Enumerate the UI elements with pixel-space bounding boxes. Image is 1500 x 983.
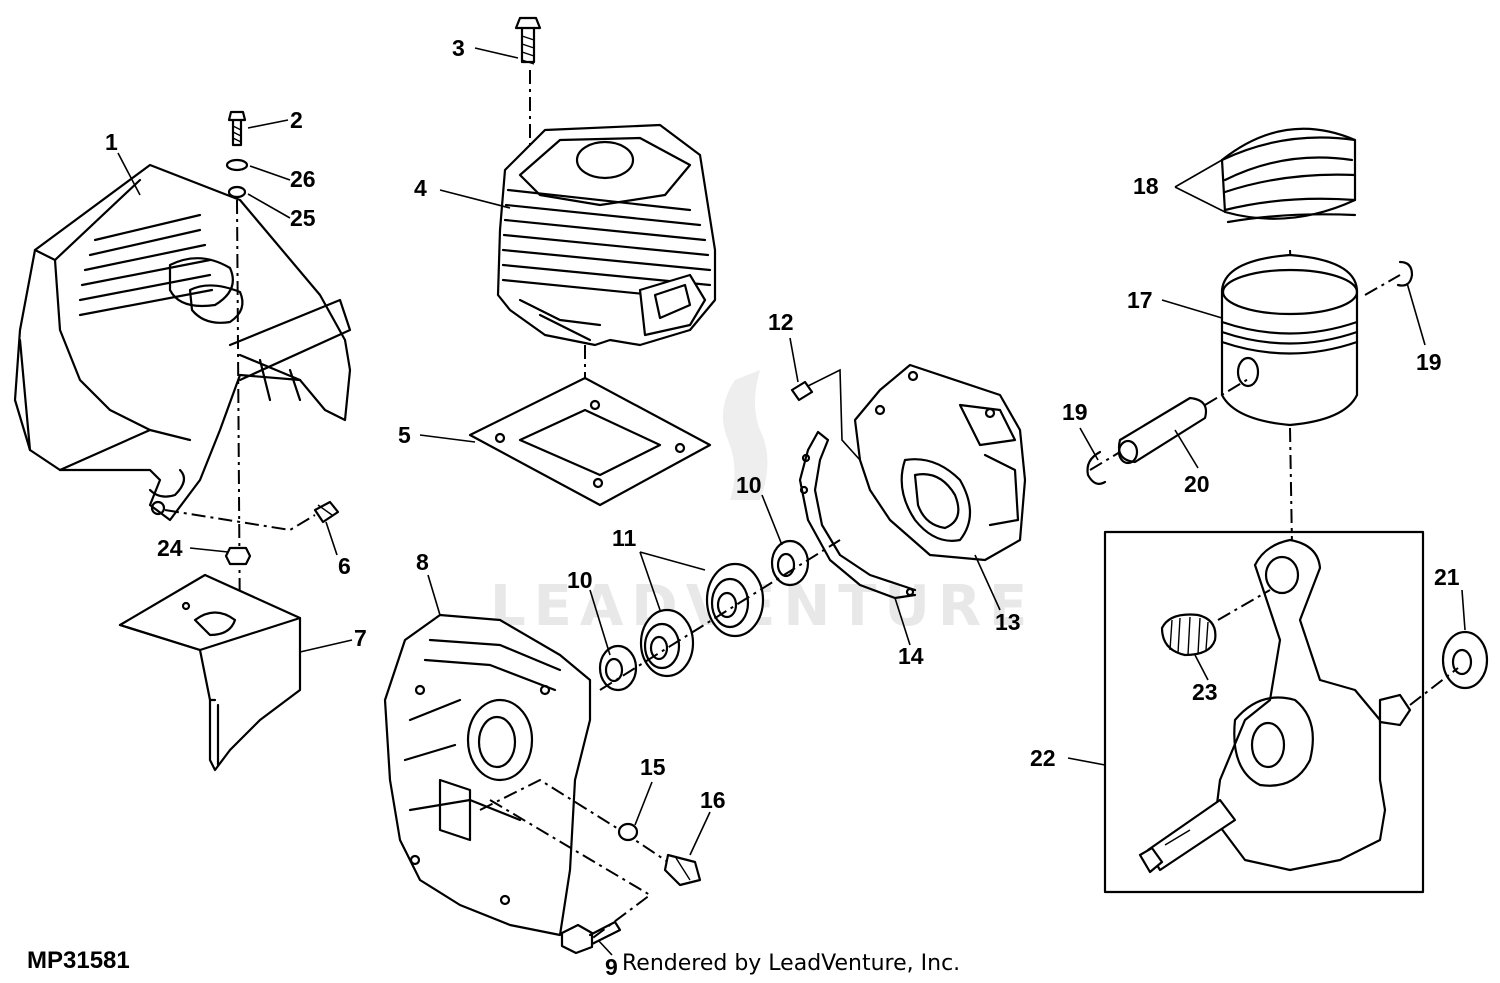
assembly-line-needle-bearing bbox=[1217, 589, 1271, 621]
washer-part-26 bbox=[225, 158, 249, 172]
screw-part-9 bbox=[560, 920, 622, 955]
assembly-line-wrist-pin bbox=[1204, 377, 1251, 406]
leader-lines bbox=[117, 47, 1466, 956]
callout-11: 11 bbox=[612, 525, 637, 551]
oil-seal-part-10b bbox=[598, 644, 638, 692]
callout-26: 26 bbox=[290, 166, 316, 192]
callout-21: 21 bbox=[1434, 564, 1460, 590]
callout-6: 6 bbox=[338, 553, 351, 579]
callout-12: 12 bbox=[768, 309, 794, 335]
callout-2: 2 bbox=[290, 107, 303, 133]
callout-10a: 10 bbox=[736, 472, 762, 498]
wrist-pin-part-20 bbox=[1117, 396, 1208, 465]
circlip-part-19a bbox=[1396, 260, 1414, 287]
heat-shield-part-7 bbox=[118, 573, 302, 772]
assembly-line-conrod bbox=[1289, 427, 1293, 546]
screw-part-16 bbox=[663, 853, 702, 887]
render-credit: Rendered by LeadVenture, Inc. bbox=[622, 951, 960, 976]
callout-18: 18 bbox=[1133, 173, 1159, 199]
diagram-reference-id: MP31581 bbox=[27, 947, 130, 974]
assembly-line-clip-left bbox=[1089, 451, 1121, 471]
callout-4: 4 bbox=[414, 175, 427, 201]
callout-20: 20 bbox=[1184, 471, 1210, 497]
callout-1: 1 bbox=[105, 129, 118, 155]
callout-25: 25 bbox=[290, 205, 316, 231]
nut-part-24 bbox=[224, 546, 252, 566]
crankshaft-assembly-box-part-22 bbox=[1103, 530, 1425, 894]
assembly-line-thrust-washer bbox=[1409, 667, 1459, 706]
piston-part-17 bbox=[1220, 253, 1359, 427]
thrust-washer-part-21 bbox=[1441, 630, 1489, 690]
callout-9: 9 bbox=[605, 954, 618, 980]
callout-24: 24 bbox=[157, 535, 183, 561]
needle-bearing-part-23 bbox=[1160, 613, 1217, 657]
piston-rings-part-18 bbox=[1220, 127, 1357, 224]
engine-shroud-part-1 bbox=[13, 163, 352, 522]
callout-8: 8 bbox=[416, 549, 429, 575]
callout-19a: 19 bbox=[1416, 349, 1442, 375]
callout-10b: 10 bbox=[567, 567, 593, 593]
bearing-part-11b bbox=[639, 608, 695, 678]
screw-part-3 bbox=[514, 16, 542, 65]
callouts: 1 2 3 4 5 6 7 8 9 10 10 11 12 13 14 15 1… bbox=[105, 35, 1460, 980]
screw-part-2 bbox=[227, 110, 247, 147]
oil-seal-part-10a bbox=[770, 539, 810, 587]
washer-part-15 bbox=[617, 822, 639, 842]
washer-part-25 bbox=[227, 185, 247, 199]
crankshaft-part-22 bbox=[1138, 538, 1412, 874]
callout-7: 7 bbox=[354, 625, 367, 651]
crankcase-gasket-part-14 bbox=[798, 430, 917, 600]
callout-3: 3 bbox=[452, 35, 465, 61]
callout-16: 16 bbox=[700, 787, 726, 813]
callout-23: 23 bbox=[1192, 679, 1218, 705]
cylinder-part-4 bbox=[496, 123, 717, 347]
crankcase-half-part-13 bbox=[853, 363, 1027, 562]
assembly-line-shroud bbox=[236, 199, 241, 641]
callout-19b: 19 bbox=[1062, 399, 1088, 425]
assembly-line-case-screw bbox=[479, 778, 681, 871]
callout-13: 13 bbox=[995, 609, 1021, 635]
cylinder-gasket-part-5 bbox=[468, 376, 712, 507]
callout-22: 22 bbox=[1030, 745, 1056, 771]
bearing-part-11a bbox=[705, 562, 765, 638]
assembly-line-clip-right bbox=[1364, 274, 1401, 296]
assembly-line-bearings bbox=[599, 539, 841, 691]
callout-14: 14 bbox=[898, 643, 924, 669]
circlip-part-19b bbox=[1086, 450, 1107, 485]
callout-5: 5 bbox=[398, 422, 411, 448]
crankcase-half-part-8 bbox=[383, 613, 592, 937]
screw-part-6 bbox=[164, 500, 340, 532]
callout-15: 15 bbox=[640, 754, 666, 780]
callout-17: 17 bbox=[1127, 287, 1153, 313]
